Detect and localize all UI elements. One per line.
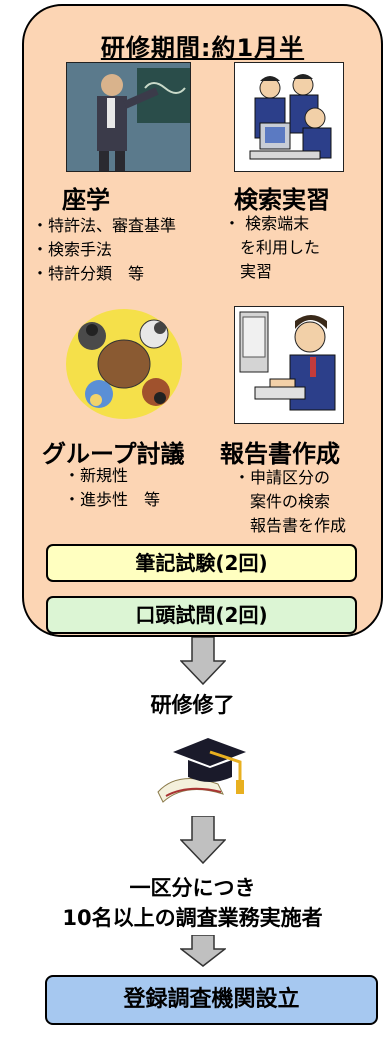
registered-search-institution-box: 登録調査機関設立 [45, 975, 378, 1025]
list-item: 実習 [224, 262, 273, 281]
report-writing-items: ・申請区分の 案件の検索 報告書を作成 [234, 466, 346, 538]
lecture-items: ・特許法、審査基準 ・検索手法 ・特許分類 等 [32, 214, 176, 286]
list-item: ・特許分類 等 [32, 264, 145, 283]
graduation-cap-icon [157, 738, 246, 803]
down-arrow-icon [180, 637, 226, 685]
heading-lecture: 座学 [62, 186, 110, 214]
report-writing-illustration [234, 306, 344, 424]
search-practice-items: ・ 検索端末 を利用した 実習 [224, 212, 320, 284]
heading-search-practice: 検索実習 [234, 186, 330, 214]
written-exam-box: 筆記試験(2回) [46, 544, 357, 582]
group-discussion-items: ・新規性 ・進歩性 等 [64, 464, 160, 512]
list-item: ・ 検索端末 [224, 214, 310, 233]
down-arrow-icon [180, 935, 226, 967]
list-item: 報告書を作成 [234, 516, 347, 535]
down-arrow-icon [180, 816, 226, 864]
list-item: ・新規性 [64, 466, 129, 485]
outcome-line-1: 一区分につき [129, 876, 256, 900]
heading-report-writing: 報告書作成 [220, 440, 340, 468]
list-item: ・進歩性 等 [64, 490, 161, 509]
oral-exam-box: 口頭試問(2回) [46, 596, 357, 634]
list-item: を利用した [224, 238, 321, 257]
list-item: ・申請区分の [234, 468, 331, 487]
group-discussion-illustration [64, 306, 184, 421]
outcome-line-2: 10名以上の調査業務実施者 [62, 906, 323, 930]
list-item: 案件の検索 [234, 492, 331, 511]
list-item: ・検索手法 [32, 240, 113, 259]
training-period-title: 研修期間:約1月半 [100, 34, 305, 62]
list-item: ・特許法、審査基準 [32, 216, 177, 235]
training-panel: 研修期間:約1月半 座学 [22, 4, 383, 637]
lecture-illustration [66, 62, 191, 172]
completion-label: 研修修了 [150, 693, 235, 717]
search-practice-illustration [234, 62, 344, 172]
heading-group-discussion: グループ討議 [42, 440, 185, 468]
